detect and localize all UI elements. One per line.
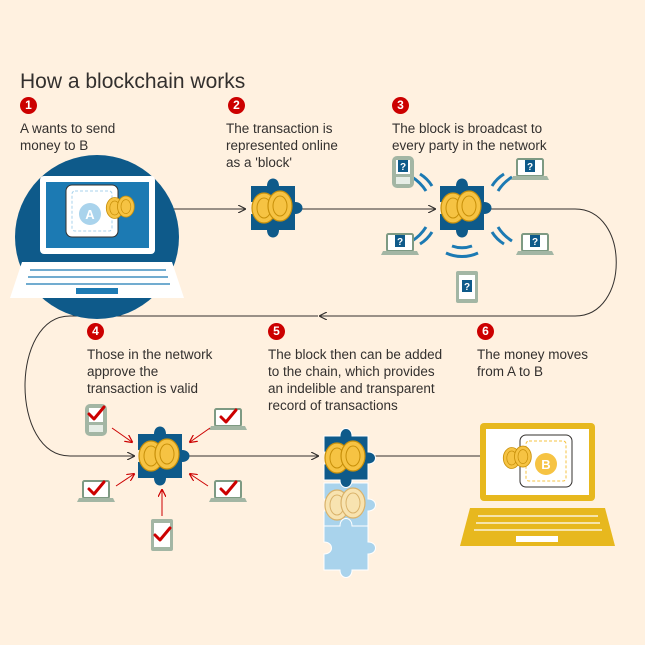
sender-laptop: A [10, 155, 184, 319]
step-3-text: The block is broadcast to every party in… [392, 121, 547, 153]
wallet-label-b: B [541, 457, 550, 472]
transaction-block [251, 178, 303, 238]
laptop-icon [208, 408, 248, 431]
question-mark-icon [530, 235, 540, 248]
approval-network [76, 404, 248, 551]
step-6-text: The money moves from A to B [477, 347, 589, 379]
laptop-icon [515, 233, 555, 256]
laptop-icon [208, 480, 248, 503]
coin-icon [324, 440, 366, 474]
step-3-number: 3 [392, 97, 409, 114]
question-mark-icon [525, 160, 535, 173]
tablet-icon [456, 271, 478, 303]
coin-icon [324, 487, 366, 521]
receiver-laptop: B [460, 423, 615, 546]
wallet-icon: B [519, 434, 573, 488]
laptop-icon [380, 233, 420, 256]
puzzle-block-icon [323, 518, 376, 578]
laptop-icon [76, 480, 116, 503]
phone-icon [392, 156, 414, 188]
coin-icon [105, 195, 135, 219]
step-1-text: A wants to send money to B [20, 121, 116, 153]
coin-icon [440, 190, 482, 224]
step-4-number: 4 [87, 323, 104, 340]
step-4-text: Those in the network approve the transac… [87, 347, 213, 396]
broadcast-network [380, 156, 555, 303]
laptop-icon [510, 158, 550, 181]
step-5-number: 5 [268, 323, 285, 340]
coin-icon [138, 438, 180, 472]
block-chain [323, 428, 376, 578]
phone-icon [85, 404, 107, 436]
step-2-text: The transaction is represented online as… [226, 121, 338, 170]
tablet-icon [151, 519, 173, 551]
question-mark-icon [395, 235, 405, 248]
step-2-number: 2 [228, 97, 245, 114]
flow-arrows [24, 208, 617, 456]
arrow-icon [320, 208, 617, 316]
wallet-icon: A [65, 184, 119, 238]
page-title: How a blockchain works [20, 70, 246, 93]
question-mark-icon [462, 280, 472, 293]
step-6-number: 6 [477, 323, 494, 340]
step-5-text: The block then can be added to the chain… [268, 347, 443, 413]
arrow-icon [24, 315, 318, 456]
question-mark-icon [398, 160, 408, 173]
coin-icon [251, 190, 293, 224]
coin-icon [502, 445, 532, 469]
wallet-label-a: A [85, 207, 95, 222]
step-1-number: 1 [20, 97, 37, 114]
